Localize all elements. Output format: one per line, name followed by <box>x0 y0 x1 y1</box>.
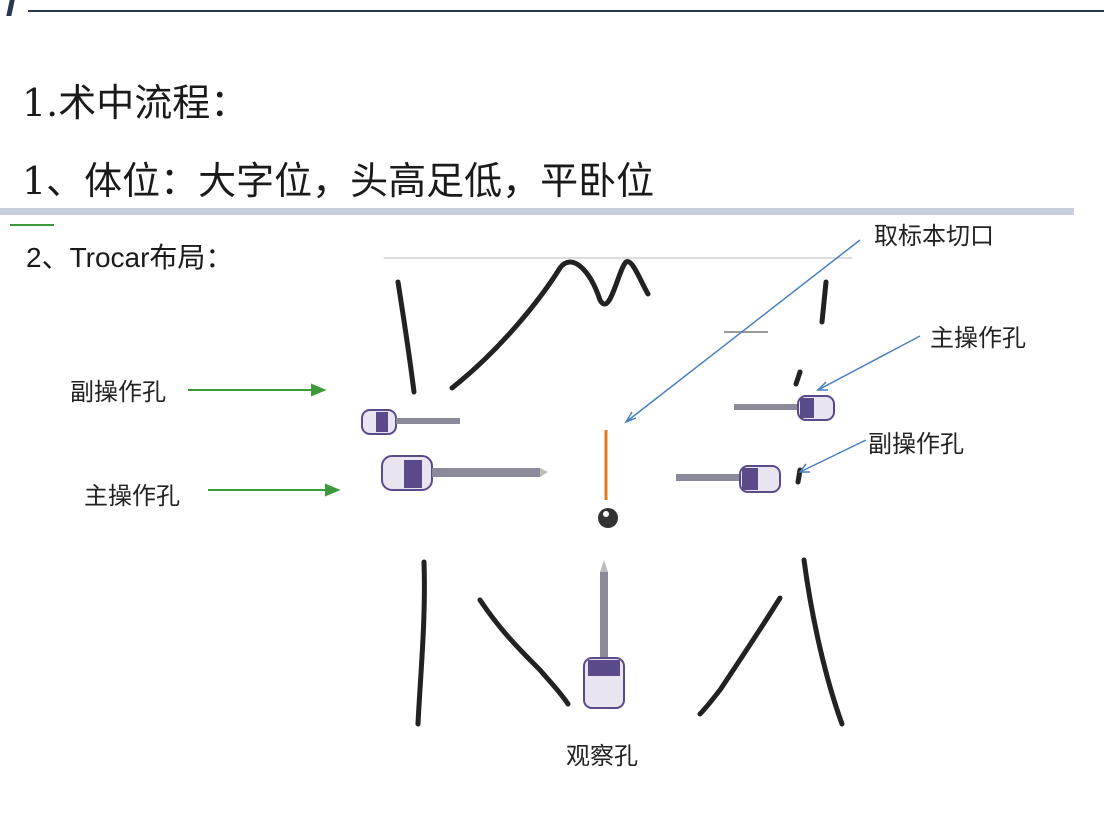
trocar-secondary-left <box>361 409 460 435</box>
label-observation-port: 观察孔 <box>566 742 638 770</box>
right-leg-outer <box>801 557 845 727</box>
position-line: 1、体位：大字位，头高足低，平卧位 <box>22 159 655 203</box>
arrow-incision <box>625 239 861 423</box>
top-rule <box>28 10 1104 12</box>
label-main-port-left: 主操作孔 <box>84 482 180 510</box>
blue-arrows <box>624 239 921 473</box>
trocar-main-right <box>734 395 835 421</box>
label-main-port-right: 主操作孔 <box>930 324 1026 352</box>
trocar-main-left <box>381 455 548 491</box>
chest-curve <box>449 259 651 391</box>
trocar-layout-title: 2、Trocar布局： <box>26 242 234 273</box>
right-torso-line <box>819 279 829 325</box>
arrow-main-right <box>817 335 921 391</box>
left-leg-inner <box>477 597 571 707</box>
trocar-secondary-right <box>676 465 781 493</box>
green-tick <box>10 224 54 226</box>
label-secondary-port-left: 副操作孔 <box>70 378 166 406</box>
right-leg-inner <box>697 595 783 717</box>
label-specimen-incision: 取标本切口 <box>874 222 994 250</box>
section-title: 1.术中流程： <box>22 81 249 125</box>
right-torso-tick <box>793 369 803 387</box>
divider-bar <box>0 208 1074 215</box>
arrow-secondary-right <box>799 439 867 473</box>
trocar-observation <box>583 560 625 709</box>
navel-icon <box>598 508 618 528</box>
body-outline <box>383 257 853 727</box>
left-leg-outer <box>415 559 427 727</box>
green-arrows <box>188 383 341 497</box>
left-torso-line <box>395 279 417 395</box>
label-secondary-port-right: 副操作孔 <box>868 430 964 458</box>
